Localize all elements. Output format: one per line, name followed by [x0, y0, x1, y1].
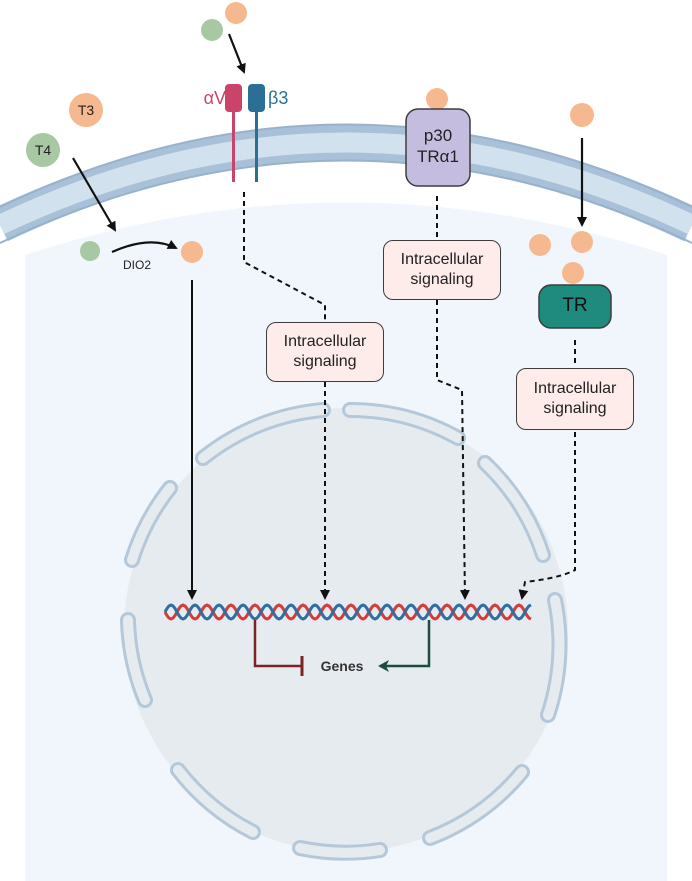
dio2-label: DIO2	[122, 258, 151, 272]
p30-label: p30 TRα1	[406, 125, 470, 167]
t3-label: T3	[77, 102, 95, 118]
dna-strand-blue	[163, 603, 532, 621]
integrin-beta-subunit	[248, 84, 265, 112]
thyroid-receptor	[538, 284, 612, 329]
t4-intracellular	[80, 241, 100, 261]
t3-molecule	[69, 93, 103, 127]
dna-strand-red	[163, 603, 532, 621]
cell-membrane-inner	[0, 132, 692, 235]
activation-line	[378, 620, 431, 672]
t3-intracellular	[181, 241, 203, 263]
t3-cytoplasm-1	[529, 234, 551, 256]
t3-molecule-top	[225, 2, 247, 24]
integrin-alpha-label: αV	[203, 88, 226, 108]
signaling-box-tr: Intracellular signaling	[516, 368, 634, 430]
signaling-box-p30-line1: Intracellular	[400, 251, 484, 268]
t4-label: T4	[34, 142, 52, 158]
integrin-alpha-subunit	[225, 84, 242, 112]
dio2-conversion-arrow	[111, 239, 178, 254]
signaling-box-integrin-line1: Intracellular	[283, 333, 367, 350]
integrin-beta-label: β3	[268, 88, 289, 108]
integrin-receptor	[225, 84, 265, 182]
nucleus	[120, 401, 568, 861]
tr-label: TR	[562, 295, 588, 316]
t3-outside-right	[570, 103, 594, 127]
p30-signal-to-dna	[436, 300, 470, 600]
repression-line	[253, 620, 302, 668]
t3-on-p30	[426, 88, 448, 110]
dna-helix	[163, 603, 532, 621]
t3-on-tr	[562, 262, 584, 284]
p30-label-line2: TRα1	[417, 147, 459, 166]
signaling-box-p30-line2: signaling	[410, 271, 474, 288]
t3-cytoplasm-2	[571, 231, 593, 253]
arrow-to-integrin	[227, 33, 246, 74]
tr-signal-to-dna	[518, 432, 576, 600]
signaling-box-p30: Intracellular signaling	[383, 240, 501, 300]
t4-molecule-top	[201, 19, 223, 41]
signaling-box-tr-line2: signaling	[543, 400, 607, 417]
p30-tra1-receptor	[405, 108, 471, 187]
arrow-t4-into-cell	[72, 157, 117, 232]
t4-molecule	[26, 133, 60, 167]
signaling-box-integrin: Intracellular signaling	[266, 322, 384, 382]
signaling-box-tr-line1: Intracellular	[533, 380, 617, 397]
signaling-box-integrin-line2: signaling	[293, 353, 357, 370]
genes-label: Genes	[320, 658, 364, 674]
p30-label-line1: p30	[423, 126, 453, 145]
